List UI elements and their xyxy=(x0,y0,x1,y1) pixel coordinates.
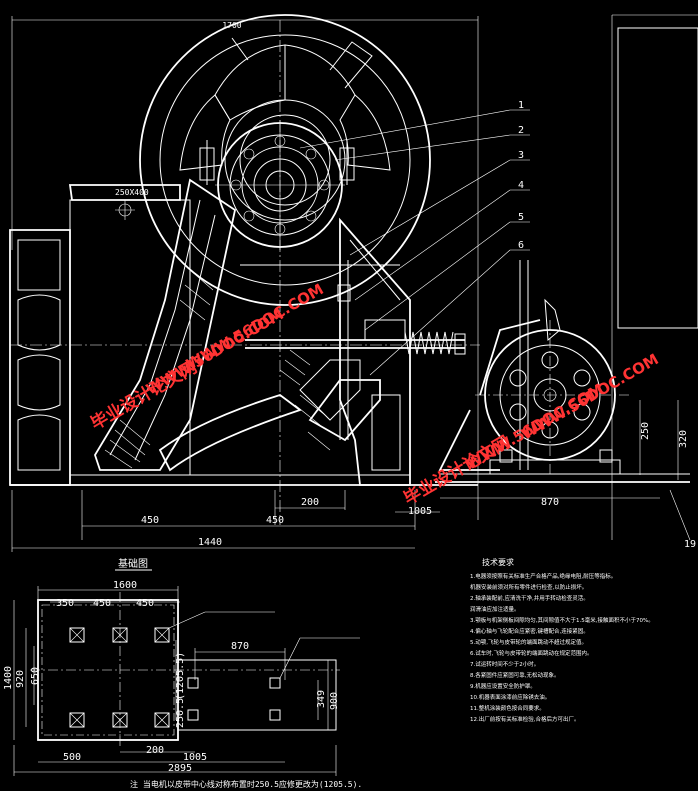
tech-requirements: 技术要求 1.电器须按照有关标准生产合格产品,绝缘电阻,耐压等指标。 机器安装前… xyxy=(470,557,654,723)
foundation-dim-1205: (1205.5) xyxy=(175,652,186,700)
title-block-frame xyxy=(617,27,698,329)
dim-total-1440: 1440 xyxy=(198,537,222,548)
foundation-dim-900: 900 xyxy=(329,692,340,710)
tech-line: 2.轴承装配前,应清洗干净,并用手转动检查灵活。 xyxy=(470,594,589,602)
tech-line: 3.颚板与机架侧板间隙均匀,其间隙值不大于1.5毫米,接触面积不小于70%。 xyxy=(470,616,654,624)
watermark-url: WWW.56DOC.COM xyxy=(183,280,327,373)
tech-line: 10.机器表面涂漆前应除锈去油。 xyxy=(470,693,550,701)
dim-right-870: 870 xyxy=(541,497,559,508)
toggle-assembly xyxy=(158,260,466,472)
part-number-4: 4 xyxy=(518,180,524,191)
tech-line: 11.整机涂装颜色按合同要求。 xyxy=(470,704,545,712)
part-number-2: 2 xyxy=(518,125,524,136)
swing-jaw xyxy=(94,178,237,471)
main-view: 1700 xyxy=(9,14,698,552)
tech-line: 润滑油应加注适量。 xyxy=(470,605,520,613)
part-number-6: 6 xyxy=(518,240,524,251)
tech-line: 12.出厂前按有关标准检验,合格后方可出厂。 xyxy=(470,715,580,723)
dim-height-250: 250 xyxy=(640,422,651,440)
part-leaders: 1 2 3 4 5 6 xyxy=(299,100,530,376)
bottom-dimensions: 450 450 200 1440 xyxy=(11,490,416,552)
foundation-title: 基础图 xyxy=(118,557,148,570)
foundation-dim-350: 350 xyxy=(56,598,74,609)
tech-line: 1.电器须按照有关标准生产合格产品,绝缘电阻,耐压等指标。 xyxy=(470,572,616,580)
foundation-dim-920: 920 xyxy=(15,670,26,688)
foundation-holes-large xyxy=(69,627,170,728)
tech-line: 5.动颚,飞轮与皮带轮的端面跳动不超过规定值。 xyxy=(470,638,587,646)
dim-side-19: 19 xyxy=(684,539,696,550)
dim-mid-450: 450 xyxy=(266,515,284,526)
foundation-dim-450a: 450 xyxy=(93,598,111,609)
foundation-dim-1400: 1400 xyxy=(3,666,14,690)
tech-line: 机器安装前须对所有零件进行检查,以防止损坏。 xyxy=(470,583,587,591)
frame-left: 250X400 xyxy=(9,184,191,486)
foundation-dim-250: 250.5 xyxy=(175,698,186,728)
foundation-dim-1600: 1600 xyxy=(113,580,137,591)
foundation-dim-2895: 2895 xyxy=(168,763,192,774)
dim-height-320: 320 xyxy=(678,430,689,448)
foundation-dim-870: 870 xyxy=(231,641,249,652)
tech-line: 4.偏心轴与飞轮配合应紧密,键槽配合,连接紧固。 xyxy=(470,627,589,635)
foundation-dim-500: 500 xyxy=(63,752,81,763)
dim-center-200: 200 xyxy=(301,497,319,508)
part-number-1: 1 xyxy=(518,100,524,111)
part-number-5: 5 xyxy=(518,212,524,223)
tech-line: 8.各紧固件应紧固可靠,无松动现象。 xyxy=(470,671,560,679)
tech-line: 7.试运转时间不少于2小时。 xyxy=(470,660,539,668)
dim-left-450: 450 xyxy=(141,515,159,526)
dim-inlet: 250X400 xyxy=(115,188,149,197)
tech-line: 9.机器应设置安全防护罩。 xyxy=(470,682,536,690)
flywheel xyxy=(139,14,431,306)
foundation-dim-650: 650 xyxy=(30,667,41,685)
foundation-view: 基础图 xyxy=(3,557,362,789)
foundation-dim-200: 200 xyxy=(146,745,164,756)
part-number-3: 3 xyxy=(518,150,524,161)
dim-right-1005: 1005 xyxy=(408,506,432,517)
tech-line: 6.试车时,飞轮与皮带轮的端面跳动在规定范围内。 xyxy=(470,649,593,657)
tech-title: 技术要求 xyxy=(482,557,514,567)
foundation-dim-450b: 450 xyxy=(136,598,154,609)
foundation-dim-349: 349 xyxy=(316,690,327,708)
foundation-note: 注 当电机以皮带中心线对称布置时250.5应修更改为(1205.5). xyxy=(130,779,362,789)
motor-side-view: 250 320 19 870 1005 xyxy=(395,260,696,550)
frame-right xyxy=(240,217,411,486)
foundation-dim-1005: 1005 xyxy=(183,752,207,763)
foundation-holes-small xyxy=(187,677,281,721)
